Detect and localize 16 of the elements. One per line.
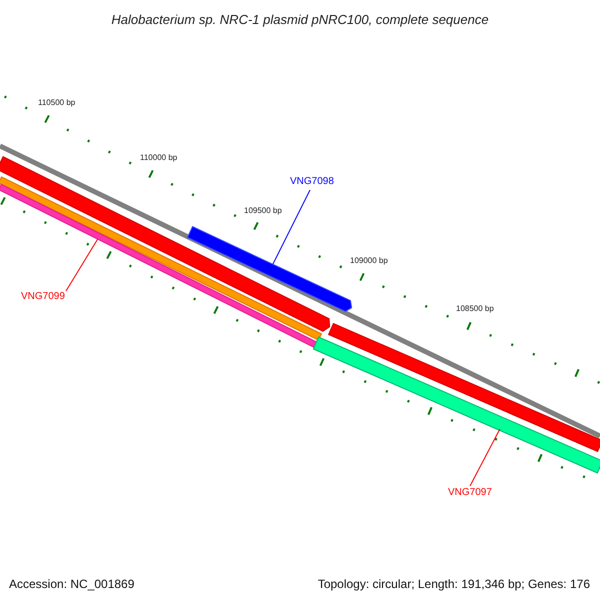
gene-bar: [312, 336, 600, 474]
leader-line: [66, 238, 98, 292]
leader-line: [272, 190, 310, 265]
tick-label: 108500 bp: [456, 304, 494, 314]
gene-label: VNG7099: [21, 291, 65, 303]
accession-text: Accession: NC_001869: [9, 576, 134, 593]
gene-label: VNG7097: [448, 487, 492, 499]
tick-label: 109000 bp: [350, 256, 388, 266]
title: Halobacterium sp. NRC-1 plasmid pNRC100, complete sequence: [110, 11, 490, 29]
gene-bar: [186, 226, 352, 312]
tick-label: 110500 bp: [38, 98, 76, 108]
gene-label: VNG7098: [290, 176, 334, 188]
leader-line: [470, 428, 500, 486]
sequence-info-text: Topology: circular; Length: 191,346 bp; Genes: 176: [318, 576, 590, 593]
tick-label: 109500 bp: [244, 206, 282, 216]
tick-label: 110000 bp: [140, 153, 178, 163]
